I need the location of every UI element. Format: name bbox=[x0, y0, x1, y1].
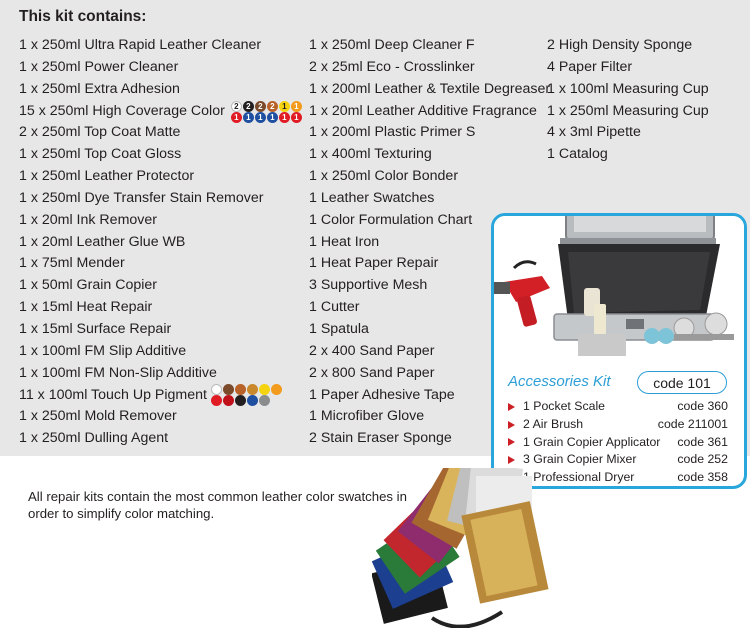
list-item: 2 x 800 Sand Paper bbox=[309, 364, 435, 381]
color-dot: 2 bbox=[254, 101, 266, 113]
color-dot: 1 bbox=[230, 112, 242, 124]
list-item: 1 x 250ml Color Bonder bbox=[309, 168, 459, 185]
pigment-dot bbox=[210, 384, 222, 396]
list-item: 3 Supportive Mesh bbox=[309, 277, 428, 294]
accessories-photo bbox=[494, 216, 744, 371]
list-item: 2 Stain Eraser Sponge bbox=[309, 430, 452, 447]
bullet-arrow-icon bbox=[508, 456, 515, 465]
list-item: 1 x 250ml Dye Transfer Stain Remover bbox=[19, 189, 264, 206]
pigment-dot bbox=[246, 384, 258, 396]
list-item: 1 Leather Swatches bbox=[309, 189, 435, 206]
color-dot: 1 bbox=[266, 112, 278, 124]
pigment-dot bbox=[270, 384, 282, 396]
kit-column-2: 1 x 250ml Deep Cleaner F 2 x 25ml Eco - … bbox=[309, 35, 550, 450]
pigment-dot bbox=[246, 395, 258, 407]
kit-title: This kit contains: bbox=[19, 8, 147, 25]
color-dot: 1 bbox=[254, 112, 266, 124]
list-item: 1 x 20ml Ink Remover bbox=[19, 211, 157, 228]
list-item: 1 x 250ml Extra Adhesion bbox=[19, 80, 180, 97]
bullet-arrow-icon bbox=[508, 420, 515, 429]
pigment-dot bbox=[234, 395, 246, 407]
list-item: 1 Heat Paper Repair bbox=[309, 255, 439, 272]
list-item: 11 x 100ml Touch Up Pigment bbox=[19, 384, 302, 407]
dot-row bbox=[210, 395, 282, 407]
list-item: 1 x 250ml Dulling Agent bbox=[19, 430, 169, 447]
list-item: 1 x 15ml Surface Repair bbox=[19, 320, 172, 337]
list-item: 1 x 100ml FM Slip Additive bbox=[19, 342, 187, 359]
carry-case-image bbox=[553, 216, 720, 341]
pigment-dot bbox=[258, 395, 270, 407]
list-item: 1 x 200ml Leather & Textile Degreaser bbox=[309, 80, 551, 97]
list-item: 1 Catalog bbox=[547, 146, 608, 163]
list-item: 1 Microfiber Glove bbox=[309, 408, 425, 425]
list-item: 1 x 100ml FM Non-Slip Additive bbox=[19, 364, 217, 381]
leather-swatch-fan-image bbox=[372, 468, 549, 628]
color-dot: 1 bbox=[290, 112, 302, 124]
color-dot: 1 bbox=[242, 112, 254, 124]
kit-column-3: 2 High Density Sponge 4 Paper Filter 1 x… bbox=[547, 35, 709, 166]
color-dot: 2 bbox=[242, 101, 254, 113]
color-dot: 1 bbox=[278, 112, 290, 124]
list-item: 1 x 20ml Leather Additive Fragrance bbox=[309, 102, 537, 119]
list-item: 2 x 400 Sand Paper bbox=[309, 342, 435, 359]
color-dot: 2 bbox=[266, 101, 278, 113]
list-item: 4 Paper Filter bbox=[547, 58, 633, 75]
accessories-code-badge: code 101 bbox=[637, 371, 727, 394]
list-item: 1 x 50ml Grain Copier bbox=[19, 277, 157, 294]
list-item: 1 x 200ml Plastic Primer S bbox=[309, 124, 476, 141]
list-item: 1 x 250ml Power Cleaner bbox=[19, 58, 179, 75]
list-item: 4 x 3ml Pipette bbox=[547, 124, 641, 141]
swatch-note: All repair kits contain the most common … bbox=[28, 489, 407, 521]
color-dot: 1 bbox=[278, 101, 290, 113]
pigment-color-dots bbox=[210, 384, 282, 407]
color-dot: 1 bbox=[290, 101, 302, 113]
color-dot: 2 bbox=[230, 101, 242, 113]
list-item: 2 x 25ml Eco - Crosslinker bbox=[309, 58, 475, 75]
list-item: 1 Color Formulation Chart bbox=[309, 211, 473, 228]
pigment-dot bbox=[258, 384, 270, 396]
list-item: 1 x 250ml Deep Cleaner F bbox=[309, 37, 475, 53]
dot-row bbox=[210, 384, 282, 396]
pigment-dot bbox=[222, 395, 234, 407]
heat-gun-image bbox=[494, 260, 550, 327]
list-item: 1 Spatula bbox=[309, 320, 369, 337]
accessories-heading: Accessories Kit bbox=[508, 373, 611, 390]
list-item: 1 x 250ml Top Coat Gloss bbox=[19, 146, 182, 163]
pigment-dot bbox=[222, 384, 234, 396]
list-item: 2 High Density Sponge bbox=[547, 37, 693, 53]
list-item: 1 x 250ml Mold Remover bbox=[19, 408, 177, 425]
list-item: 1 x 400ml Texturing bbox=[309, 146, 432, 163]
list-item: 1 x 250ml Ultra Rapid Leather Cleaner bbox=[19, 37, 262, 53]
list-item: 1 Heat Iron bbox=[309, 233, 380, 250]
bullet-arrow-icon bbox=[508, 438, 515, 447]
accessory-items-image bbox=[578, 288, 734, 356]
pigment-dot bbox=[210, 395, 222, 407]
list-item: 1 x 250ml Measuring Cup bbox=[547, 102, 709, 119]
list-item: 1 x 15ml Heat Repair bbox=[19, 299, 153, 316]
kit-column-1: 1 x 250ml Ultra Rapid Leather Cleaner 1 … bbox=[19, 35, 302, 450]
list-item: 1 Paper Adhesive Tape bbox=[309, 386, 455, 403]
list-item: 2 x 250ml Top Coat Matte bbox=[19, 124, 181, 141]
bullet-arrow-icon bbox=[508, 402, 515, 411]
list-item: 1 x 20ml Leather Glue WB bbox=[19, 233, 186, 250]
pigment-dot bbox=[234, 384, 246, 396]
list-item: 1 x 250ml Leather Protector bbox=[19, 168, 195, 185]
list-item: 1 x 100ml Measuring Cup bbox=[547, 80, 709, 97]
list-item: 1 Cutter bbox=[309, 299, 360, 316]
list-item: 1 x 75ml Mender bbox=[19, 255, 125, 272]
